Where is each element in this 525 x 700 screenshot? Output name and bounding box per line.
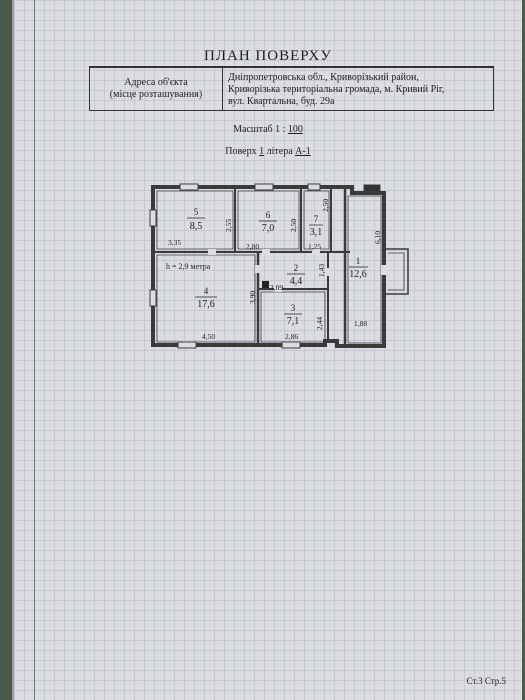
- floor-line: Поверх 1 літера А-1: [14, 146, 522, 157]
- address-label-note: (місце розташування): [109, 89, 203, 100]
- scale-line: Масштаб 1 : 100: [14, 124, 522, 135]
- dimension-label: 2,55: [224, 219, 233, 232]
- floor-number: 1: [259, 146, 265, 157]
- title-rule: [89, 66, 494, 67]
- address-line-3: вул. Квартальна, буд. 29а: [228, 96, 335, 107]
- dimension-label: 2,86: [285, 332, 298, 341]
- floor-label: Поверх: [225, 146, 257, 157]
- room-number: 5: [194, 207, 199, 217]
- dimension-label: 2,50: [289, 219, 298, 232]
- room-number: 1: [356, 256, 361, 266]
- dimension-label: 1,88: [354, 319, 367, 328]
- address-line-1: Дніпропетровська обл., Криворізький райо…: [228, 72, 419, 83]
- room-area: 8,5: [190, 221, 203, 232]
- dimension-label: 1,25: [308, 242, 321, 251]
- dimension-label: 3,09: [270, 283, 283, 292]
- address-value-cell: Дніпропетровська обл., Криворізький райо…: [223, 68, 493, 110]
- stove-block: [262, 281, 269, 288]
- page-title: ПЛАН ПОВЕРХУ: [204, 48, 332, 64]
- address-table: Адреса об'єкта (місце розташування) Дніп…: [89, 67, 494, 111]
- margin-line: [34, 0, 35, 700]
- room-number: 6: [266, 210, 271, 220]
- ceiling-height-note: h = 2,9 метра: [166, 262, 211, 271]
- document-sheet: ПЛАН ПОВЕРХУ Адреса об'єкта (місце розта…: [12, 0, 522, 700]
- room-area: 7,0: [262, 223, 275, 234]
- room-number: 3: [291, 303, 296, 313]
- dimension-label: 3,90: [248, 291, 257, 304]
- scale-value: 100: [287, 124, 303, 135]
- page-number: Ст.3 Стр.5: [466, 676, 506, 686]
- room-number: 7: [314, 214, 319, 224]
- dimension-label: 4,50: [202, 332, 215, 341]
- address-line-2: Криворізька територіальна громада, м. Кр…: [228, 84, 445, 95]
- room-area: 12,6: [349, 269, 367, 280]
- scale-label: Масштаб 1 :: [233, 124, 286, 135]
- dimension-label: 3,35: [168, 238, 181, 247]
- room-area: 3,1: [310, 227, 323, 238]
- dimension-label: 6,10: [373, 231, 382, 244]
- dimension-label: 2,80: [246, 242, 259, 251]
- address-label-cell: Адреса об'єкта (місце розташування): [90, 68, 223, 110]
- room-area: 7,1: [287, 316, 300, 327]
- dimension-label: 2,44: [315, 317, 324, 330]
- room-number: 4: [204, 286, 209, 296]
- room-area: 4,4: [290, 276, 303, 287]
- outer-walls: [151, 185, 386, 348]
- dimension-label: 2,50: [321, 199, 330, 212]
- dimension-label: 1,43: [317, 264, 326, 277]
- litera-value: А-1: [295, 146, 311, 157]
- room-area: 17,6: [197, 299, 215, 310]
- litera-label: літера: [266, 146, 293, 157]
- room-number: 2: [294, 263, 299, 273]
- porch: [384, 248, 409, 295]
- address-label: Адреса об'єкта: [124, 77, 188, 88]
